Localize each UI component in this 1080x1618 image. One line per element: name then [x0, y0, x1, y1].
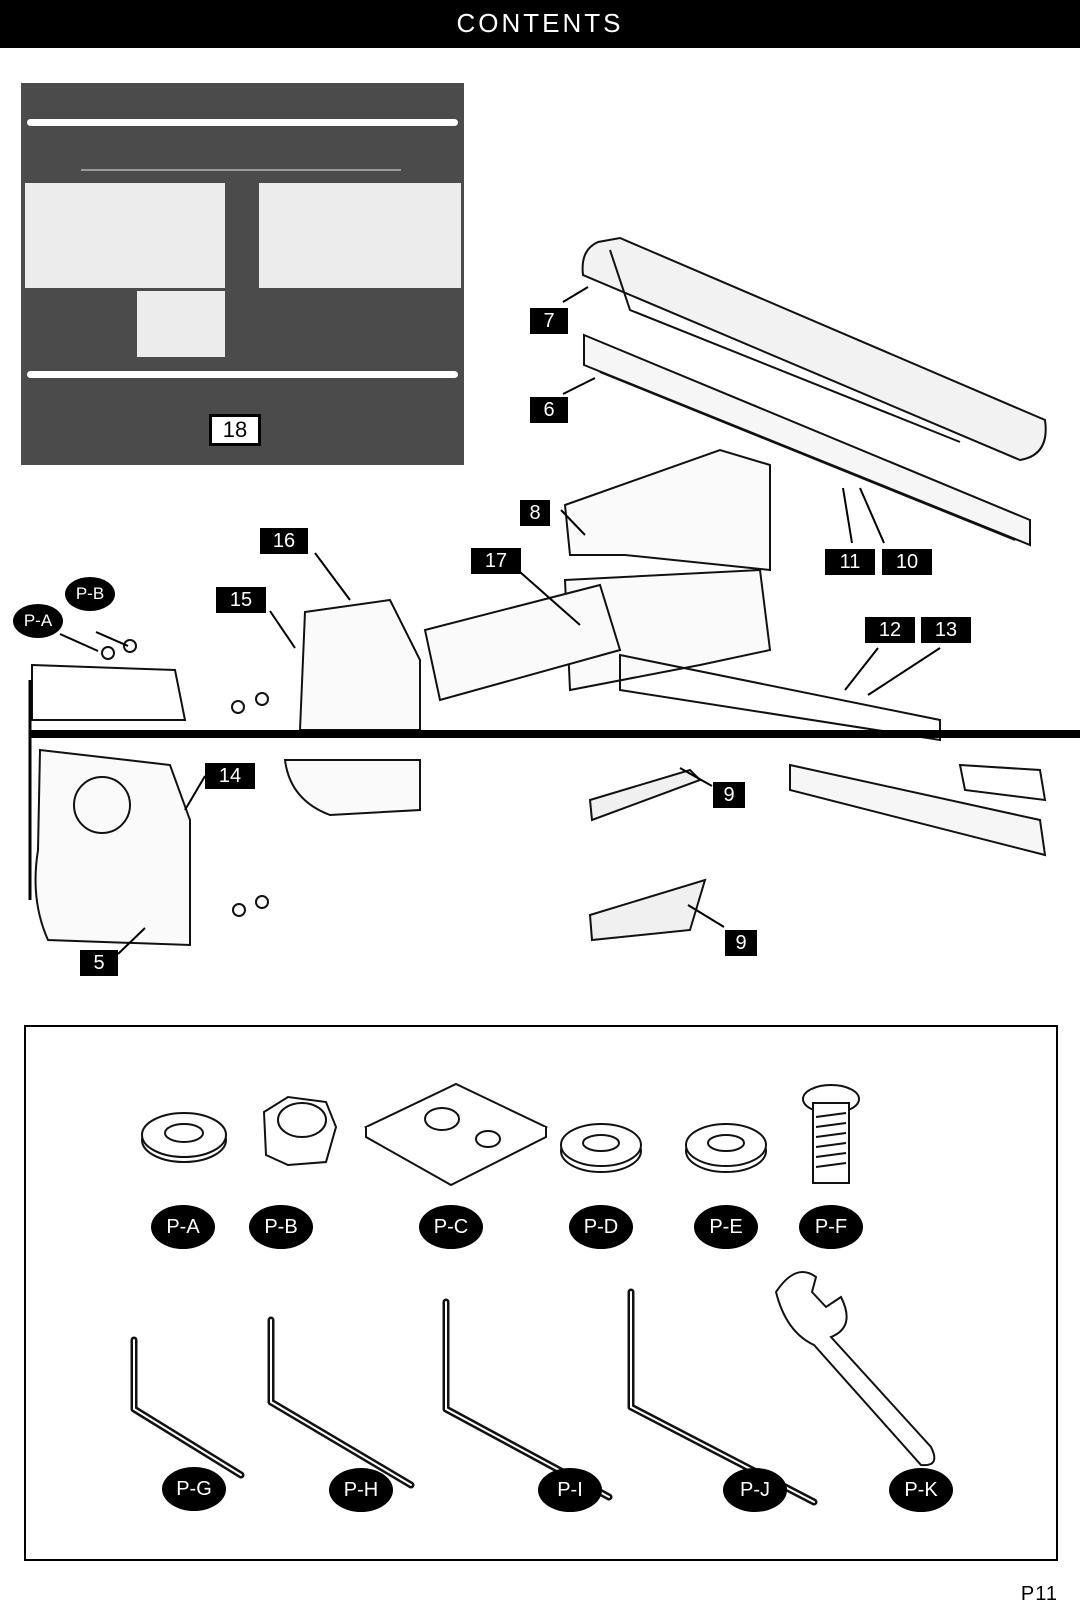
- page-title: CONTENTS: [456, 8, 624, 38]
- label-pd: P-D: [569, 1205, 633, 1249]
- callout-10: 10: [882, 549, 932, 575]
- label-pc: P-C: [419, 1205, 483, 1249]
- callout-18: 18: [209, 414, 261, 446]
- callout-14: 14: [205, 763, 255, 789]
- template-strip-bottom: [27, 371, 458, 378]
- label-pi: P-I: [538, 1468, 602, 1512]
- callout-11: 11: [825, 549, 875, 575]
- label-small-pa: P-A: [13, 604, 63, 638]
- template-rule: [81, 169, 401, 171]
- callout-15: 15: [216, 587, 266, 613]
- hardware-parts-box: P-A P-B P-C P-D P-E P-F P-G P-H P-I P-J …: [24, 1025, 1058, 1561]
- section-divider: [30, 730, 1080, 738]
- label-pg: P-G: [162, 1467, 226, 1511]
- callout-17: 17: [471, 548, 521, 574]
- mount-assembly-drawing: [28, 236, 1047, 955]
- callout-5: 5: [80, 950, 118, 976]
- template-diagram-panel: [137, 291, 225, 357]
- contents-header: CONTENTS: [0, 0, 1080, 48]
- label-pf: P-F: [799, 1205, 863, 1249]
- label-pb: P-B: [249, 1205, 313, 1249]
- callout-16: 16: [260, 528, 308, 554]
- callout-9-upper: 9: [713, 782, 745, 808]
- label-pe: P-E: [694, 1205, 758, 1249]
- callout-13: 13: [921, 617, 971, 643]
- label-pj: P-J: [723, 1468, 787, 1512]
- template-strip-top: [27, 119, 458, 126]
- callout-8: 8: [520, 500, 550, 526]
- installation-template-sheet: 18: [21, 83, 464, 465]
- label-pk: P-K: [889, 1468, 953, 1512]
- callout-9-lower: 9: [725, 930, 757, 956]
- callout-12: 12: [865, 617, 915, 643]
- label-pa: P-A: [151, 1205, 215, 1249]
- label-ph: P-H: [329, 1468, 393, 1512]
- hardware-drawings: [130, 1082, 936, 1506]
- callout-7: 7: [530, 308, 568, 334]
- label-small-pb: P-B: [65, 577, 115, 611]
- callout-6: 6: [530, 397, 568, 423]
- page-number: P11: [1020, 1583, 1058, 1605]
- template-guide-panel-left: [25, 183, 225, 288]
- template-guide-panel-right: [259, 183, 461, 288]
